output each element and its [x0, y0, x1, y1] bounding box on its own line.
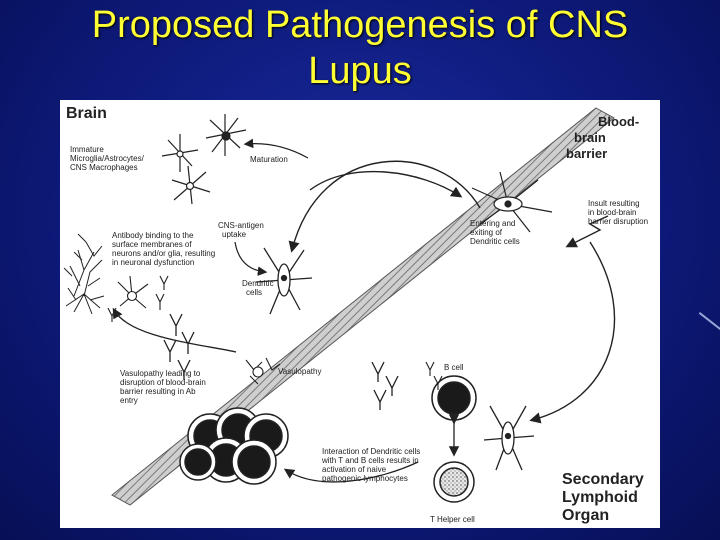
t-helper-cell — [433, 461, 475, 503]
entering-label-3: Dendritic cells — [470, 237, 520, 246]
entering-label-1: Entering and — [470, 219, 515, 228]
vasulopathy-label-2: disruption of blood-brain — [120, 378, 206, 387]
dendritic-label-1: Dendritic — [242, 279, 274, 288]
bbb-label-3: barrier — [566, 146, 607, 161]
insult-label-3: barrier disruption — [588, 217, 648, 226]
activation-arrow — [283, 461, 419, 483]
secondary-label-2: Lymphoid — [562, 489, 638, 506]
insult-label-2: in blood-brain — [588, 208, 636, 217]
immature-label-1: Immature — [70, 145, 104, 154]
interaction-label-2: with T and B cells results in — [321, 456, 419, 465]
maturation-label: Maturation — [250, 155, 288, 164]
lymphocyte-cluster — [179, 407, 289, 485]
dendritic-cell-brain — [255, 247, 313, 315]
secondary-label-3: Organ — [562, 507, 609, 524]
entering-dendritic-cell — [471, 171, 553, 233]
antibody-binding-arrow — [112, 307, 237, 353]
vasulopathy-label-1: Vasulopathy leading to — [120, 369, 201, 378]
brain-label: Brain — [66, 105, 107, 122]
vasulopathy-label-4: entry — [120, 396, 138, 405]
decorative-line — [698, 312, 720, 333]
antibody-label-4: in neuronal dysfunction — [112, 258, 194, 267]
secondary-label-1: Secondary — [562, 471, 644, 488]
antibody-label-3: neurons and/or glia, resulting — [112, 249, 215, 258]
bbb-label-1: Blood- — [598, 114, 639, 129]
vasulopathy-label-3: barrier resulting in Ab — [120, 387, 196, 396]
slide-title: Proposed Pathogenesis of CNS Lupus — [0, 2, 720, 94]
title-line-2: Lupus — [308, 50, 412, 92]
interaction-label-4: pathogenic lymphocytes — [322, 474, 408, 483]
dendritic-label-2: cells — [246, 288, 262, 297]
vasulopathy-short-label: Vasulopathy — [278, 367, 321, 376]
bbb-label-2: brain — [574, 130, 606, 145]
immature-label-3: CNS Macrophages — [70, 163, 138, 172]
insult-label-1: Insult resulting — [588, 199, 640, 208]
antibodies-center — [163, 313, 195, 380]
antibody-label-1: Antibody binding to the — [112, 231, 194, 240]
interaction-label-3: activation of naive — [322, 465, 387, 474]
interaction-label-1: Interaction of Dendritic cells — [322, 447, 420, 456]
immature-label-2: Microglia/Astrocytes/ — [70, 154, 145, 163]
antibodies-right — [371, 361, 399, 410]
uptake-arrow — [234, 241, 268, 276]
neuron-cluster — [63, 233, 105, 315]
microglia-cells — [161, 114, 247, 205]
cns-antigen-label-2: uptake — [222, 230, 247, 239]
neuron-cell — [117, 275, 149, 309]
antibodies-near-b-cell — [425, 361, 443, 390]
title-line-1: Proposed Pathogenesis of CNS — [91, 4, 629, 46]
b-cell — [431, 375, 477, 421]
antibody-label-2: surface membranes of — [112, 240, 192, 249]
t-helper-label: T Helper cell — [430, 515, 475, 524]
insult-arrow — [565, 215, 609, 248]
dc-enter-arrow — [288, 160, 481, 253]
entering-label-2: exiting of — [470, 228, 503, 237]
b-cell-label: B cell — [444, 363, 464, 372]
pathogenesis-diagram: Brain Blood- brain barrier Immature Micr… — [60, 100, 660, 528]
blood-brain-barrier-band — [111, 107, 615, 506]
dc-to-lymph-arrow — [529, 241, 616, 424]
crossing-cells — [245, 357, 281, 385]
maturation-arrow — [243, 138, 309, 159]
cns-antigen-label-1: CNS-antigen — [218, 221, 264, 230]
dc-exit-arrow — [309, 170, 463, 198]
dendritic-cell-lymph — [483, 405, 535, 471]
